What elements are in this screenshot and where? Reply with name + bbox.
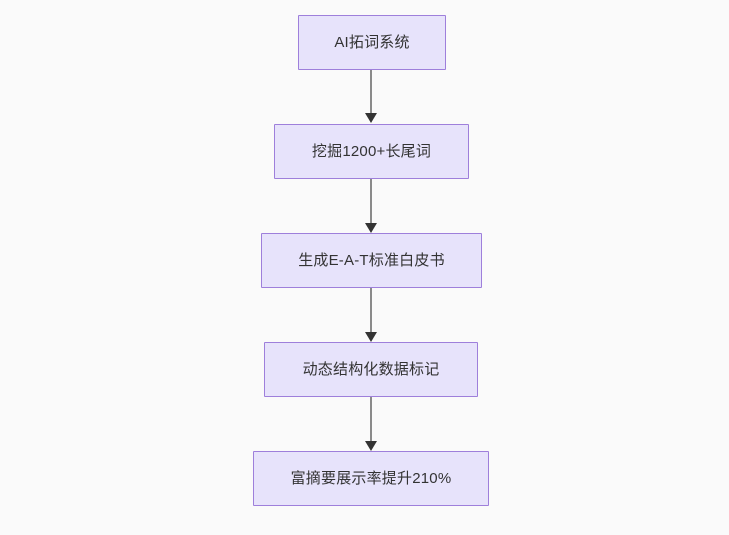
flow-node-label: 生成E-A-T标准白皮书 [298, 251, 445, 269]
arrowhead-icon [365, 113, 377, 123]
flow-node-mine-longtail-keywords[interactable]: 挖掘1200+长尾词 [274, 124, 469, 179]
flow-edge-n2-n3 [365, 179, 377, 233]
arrowhead-icon [365, 441, 377, 451]
flow-node-generate-eat-whitepaper[interactable]: 生成E-A-T标准白皮书 [261, 233, 482, 288]
arrowhead-icon [365, 332, 377, 342]
flow-node-dynamic-structured-data-markup[interactable]: 动态结构化数据标记 [264, 342, 478, 397]
arrowhead-icon [365, 223, 377, 233]
flow-node-label: AI拓词系统 [334, 33, 410, 51]
flow-node-label: 富摘要展示率提升210% [290, 469, 452, 487]
flow-edge-n1-n2 [365, 70, 377, 123]
flow-node-ai-keyword-system[interactable]: AI拓词系统 [298, 15, 446, 70]
flow-node-rich-snippet-impression-lift[interactable]: 富摘要展示率提升210% [253, 451, 489, 506]
flow-edge-n4-n5 [365, 397, 377, 451]
flow-edge-n3-n4 [365, 288, 377, 342]
flow-node-label: 挖掘1200+长尾词 [311, 142, 432, 160]
flow-node-label: 动态结构化数据标记 [302, 360, 440, 378]
